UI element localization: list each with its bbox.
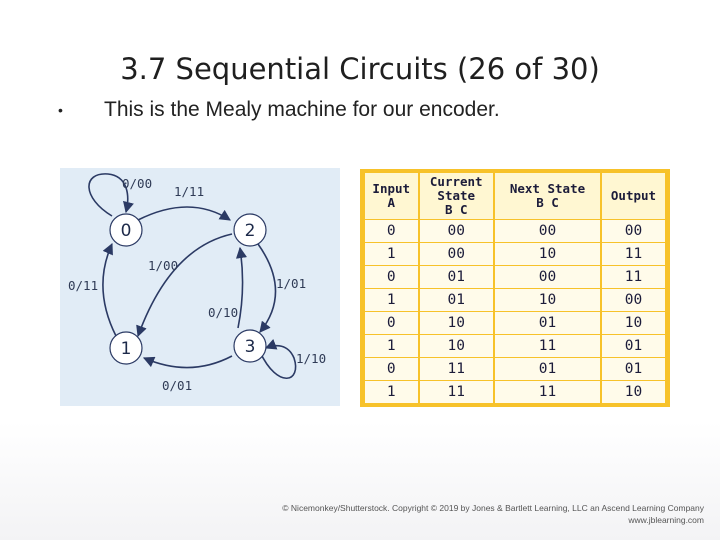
state-nodes: 0 2 1 3 <box>109 213 267 365</box>
cell-output: 10 <box>601 312 665 334</box>
transition-label-0-11: 0/11 <box>68 278 98 293</box>
state-label-2: 2 <box>245 221 256 241</box>
copyright-credit: © Nicemonkey/Shutterstock. Copyright © 2… <box>282 502 704 526</box>
transition-label-0-00: 0/00 <box>122 176 152 191</box>
cell-next-state: 00 <box>495 220 600 242</box>
transition-label-1-01: 1/01 <box>276 276 306 291</box>
credit-line-1: © Nicemonkey/Shutterstock. Copyright © 2… <box>282 503 704 513</box>
cell-next-state: 10 <box>495 243 600 265</box>
cell-output: 10 <box>601 381 665 403</box>
cell-current-state: 11 <box>419 381 493 403</box>
cell-output: 01 <box>601 358 665 380</box>
state-node-3 <box>233 329 267 363</box>
transition-2-to-1 <box>136 233 233 338</box>
transition-2-to-3 <box>257 243 277 333</box>
transition-0-to-2 <box>137 206 231 221</box>
transition-3-to-1 <box>142 355 233 369</box>
state-node-1 <box>109 331 143 365</box>
cell-current-state: 01 <box>419 266 493 288</box>
slide-title: 3.7 Sequential Circuits (26 of 30) <box>120 52 600 86</box>
cell-current-state: 00 <box>419 243 493 265</box>
cell-output: 00 <box>601 220 665 242</box>
cell-next-state: 11 <box>495 335 600 357</box>
cell-input: 0 <box>365 220 418 242</box>
state-label-1: 1 <box>121 339 132 359</box>
cell-output: 11 <box>601 243 665 265</box>
transition-label-1-10: 1/10 <box>296 351 326 366</box>
state-label-0: 0 <box>121 221 132 241</box>
transition-label-1-11: 1/11 <box>174 184 204 199</box>
state-node-2 <box>233 213 267 247</box>
cell-next-state: 00 <box>495 266 600 288</box>
bullet-dot-icon: • <box>58 102 63 118</box>
cell-next-state: 10 <box>495 289 600 311</box>
mealy-state-diagram: 0 2 1 3 0/00 1/11 1/00 0/11 1/01 0/10 1/… <box>60 168 340 406</box>
cell-current-state: 01 <box>419 289 493 311</box>
cell-output: 00 <box>601 289 665 311</box>
cell-current-state: 10 <box>419 312 493 334</box>
transition-3-to-2 <box>235 246 248 329</box>
transition-label-0-10: 0/10 <box>208 305 238 320</box>
transition-1-to-0 <box>102 242 117 337</box>
cell-input: 1 <box>365 381 418 403</box>
header-output: Output <box>601 173 665 219</box>
cell-input: 0 <box>365 312 418 334</box>
cell-output: 11 <box>601 266 665 288</box>
cell-input: 1 <box>365 243 418 265</box>
cell-input: 1 <box>365 335 418 357</box>
state-label-3: 3 <box>245 337 256 357</box>
state-diagram-svg: 0 2 1 3 0/00 1/11 1/00 0/11 1/01 0/10 1/… <box>68 173 326 393</box>
bullet-text: This is the Mealy machine for our encode… <box>104 98 500 121</box>
transition-labels: 0/00 1/11 1/00 0/11 1/01 0/10 1/10 0/01 <box>68 176 326 393</box>
cell-next-state: 11 <box>495 381 600 403</box>
credit-line-2: www.jblearning.com <box>628 515 704 525</box>
transition-0-self <box>88 173 134 217</box>
cell-current-state: 00 <box>419 220 493 242</box>
cell-current-state: 10 <box>419 335 493 357</box>
cell-next-state: 01 <box>495 358 600 380</box>
cell-next-state: 01 <box>495 312 600 334</box>
state-node-0 <box>109 213 143 247</box>
cell-input: 0 <box>365 266 418 288</box>
cell-output: 01 <box>601 335 665 357</box>
transition-label-0-01: 0/01 <box>162 378 192 393</box>
cell-input: 1 <box>365 289 418 311</box>
transition-3-self <box>259 339 297 380</box>
cell-input: 0 <box>365 358 418 380</box>
transition-label-1-00: 1/00 <box>148 258 178 273</box>
cell-current-state: 11 <box>419 358 493 380</box>
